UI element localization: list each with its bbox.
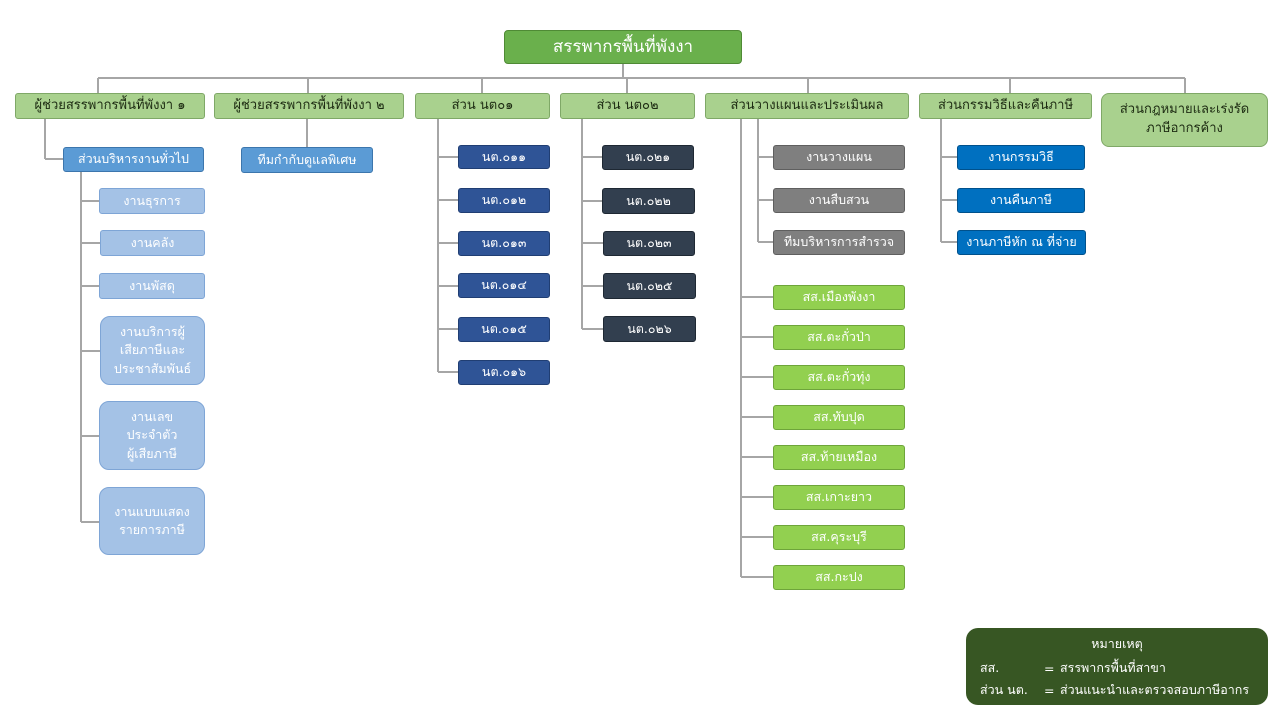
general-admin-node: ส่วนบริหารงานทั่วไป xyxy=(63,147,204,172)
legend-equals: = xyxy=(1044,660,1055,676)
branch-thap-put-node: สส.ทับปุด xyxy=(773,405,905,430)
nt013-node: นต.๐๑๓ xyxy=(458,231,550,256)
legend-panel: หมายเหตุ สส. = สรรพากรพื้นที่สาขา ส่วน น… xyxy=(966,628,1268,705)
planning-unit-node: งานวางแผน xyxy=(773,145,905,170)
nt026-node: นต.๐๒๖ xyxy=(603,316,696,342)
survey-team-node: ทีมบริหารการสำรวจ xyxy=(773,230,905,255)
legend-title: หมายเหตุ xyxy=(1091,636,1143,651)
nt014-node: นต.๐๑๔ xyxy=(458,273,550,298)
legend-meaning: สรรพากรพื้นที่สาขา xyxy=(1060,660,1166,675)
legend-equals: = xyxy=(1044,682,1055,698)
assistant-1-node: ผู้ช่วยสรรพากรพื้นที่พังงา ๑ xyxy=(15,93,205,119)
withholding-tax-unit-node: งานภาษีหัก ณ ที่จ่าย xyxy=(957,230,1086,255)
taxpayer-service-line-1: งานบริการผู้ xyxy=(120,324,185,340)
tax-forms-line-2: รายการภาษี xyxy=(119,522,185,537)
tax-id-line-1: งานเลข xyxy=(130,409,174,425)
legend-abbr: ส่วน นต. xyxy=(980,682,1028,697)
nt015-node: นต.๐๑๕ xyxy=(458,317,550,342)
planning-section-node: ส่วนวางแผนและประเมินผล xyxy=(705,93,909,119)
tax-forms-line-1: งานแบบแสดง xyxy=(114,503,190,519)
legal-section-line-2: ภาษีอากรค้าง xyxy=(1146,121,1223,136)
branch-kapong-node: สส.กะปง xyxy=(773,565,905,590)
legal-section-node: ส่วนกฎหมายและเร่งรัด ภาษีอากรค้าง xyxy=(1101,93,1268,147)
admin-unit-node: งานธุรการ xyxy=(99,188,205,214)
branch-ko-yao-node: สส.เกาะยาว xyxy=(773,485,905,510)
nt012-node: นต.๐๑๒ xyxy=(458,188,550,213)
legend-abbr: สส. xyxy=(980,660,1000,675)
taxpayer-service-line-3: ประชาสัมพันธ์ xyxy=(113,360,192,376)
branch-takua-thung-node: สส.ตะกั่วทุ่ง xyxy=(773,365,905,390)
finance-unit-node: งานคลัง xyxy=(100,230,205,256)
nt025-node: นต.๐๒๕ xyxy=(603,273,696,299)
taxpayer-service-node: งานบริการผู้ เสียภาษีและ ประชาสัมพันธ์ xyxy=(100,316,205,385)
branch-khura-buri-node: สส.คุระบุรี xyxy=(773,525,905,550)
taxpayer-service-line-2: เสียภาษีและ xyxy=(119,342,186,358)
assistant-2-node: ผู้ช่วยสรรพากรพื้นที่พังงา ๒ xyxy=(214,93,404,119)
legend-row-nt: ส่วน นต. = ส่วนแนะนำและตรวจสอบภาษีอากร xyxy=(980,679,1254,701)
nt02-section-node: ส่วน นต๐๒ xyxy=(560,93,695,119)
root-node: สรรพากรพื้นที่พังงา xyxy=(504,30,742,64)
special-supervision-team-node: ทีมกำกับดูแลพิเศษ xyxy=(241,147,373,173)
investigation-unit-node: งานสืบสวน xyxy=(773,188,905,213)
legend-row-branch: สส. = สรรพากรพื้นที่สาขา xyxy=(980,657,1254,679)
processing-section-node: ส่วนกรรมวิธีและคืนภาษี xyxy=(919,93,1092,119)
tax-id-unit-node: งานเลข ประจำตัว ผู้เสียภาษี xyxy=(99,401,205,470)
legal-section-line-1: ส่วนกฎหมายและเร่งรัด xyxy=(1119,102,1250,118)
branch-takua-pa-node: สส.ตะกั่วป่า xyxy=(773,325,905,350)
tax-id-line-3: ผู้เสียภาษี xyxy=(126,445,178,461)
nt021-node: นต.๐๒๑ xyxy=(602,145,694,170)
nt01-section-node: ส่วน นต๐๑ xyxy=(415,93,550,119)
tax-refund-unit-node: งานคืนภาษี xyxy=(957,188,1085,213)
nt022-node: นต.๐๒๒ xyxy=(602,188,695,214)
processing-unit-node: งานกรรมวิธี xyxy=(957,145,1085,170)
nt016-node: นต.๐๑๖ xyxy=(458,360,550,385)
nt023-node: นต.๐๒๓ xyxy=(603,231,695,256)
supplies-unit-node: งานพัสดุ xyxy=(99,273,205,299)
nt011-node: นต.๐๑๑ xyxy=(458,145,550,169)
legend-meaning: ส่วนแนะนำและตรวจสอบภาษีอากร xyxy=(1060,682,1250,697)
branch-thai-mueang-node: สส.ท้ายเหมือง xyxy=(773,445,905,470)
branch-mueang-phangnga-node: สส.เมืองพังงา xyxy=(773,285,905,310)
tax-forms-unit-node: งานแบบแสดง รายการภาษี xyxy=(99,487,205,555)
tax-id-line-2: ประจำตัว xyxy=(126,427,178,443)
